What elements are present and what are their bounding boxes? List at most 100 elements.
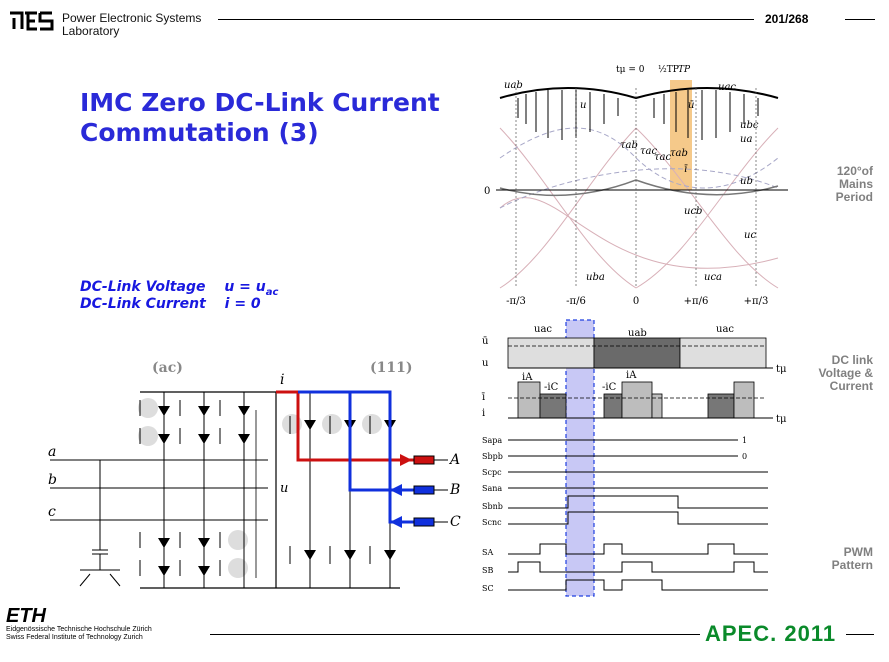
dc-current-curve	[499, 179, 779, 197]
header-org-line1: Power Electronic Systems	[62, 11, 202, 25]
header-org: Power Electronic Systems Laboratory	[62, 12, 201, 38]
voltage-label: DC-Link Voltage u = uac	[80, 279, 278, 298]
dc-label: uab	[628, 328, 647, 339]
pwm-traces	[508, 439, 768, 591]
pwm-signal-label: Sapa	[482, 436, 502, 445]
x-tick-label: -π/3	[506, 296, 526, 307]
header-tp: TP	[678, 65, 691, 75]
output-inductors	[413, 455, 435, 527]
eth-subtitle: Eidgenössische Technische Hochschule Zür…	[6, 626, 152, 642]
side-mains-3: Period	[835, 190, 873, 204]
current-label: DC-Link Current i = 0	[80, 296, 261, 312]
curve-label: u	[580, 100, 586, 111]
sinus-curves-red	[499, 127, 779, 289]
commutation-highlight	[670, 80, 692, 190]
zero-label: 0	[484, 186, 490, 197]
sinus-curves-dashed	[499, 127, 779, 209]
voltage-block	[593, 337, 681, 369]
pwm-signal-labels: Sapa Sbpb Scpc Sana Sbnb Scnc SA SB SC 1…	[482, 436, 747, 593]
x-tick-label: +π/6	[684, 296, 709, 307]
pwm-signal-label: SC	[482, 584, 494, 593]
node-a-label: a	[48, 444, 56, 460]
side-mains-1: 120°of	[836, 164, 873, 178]
tick-gridlines	[515, 88, 757, 288]
rectifier-switches	[138, 392, 248, 588]
eth-subtitle-line1: Eidgenössische Technische Hochschule Zür…	[6, 626, 152, 633]
header-t-mu: tμ = 0	[616, 65, 645, 75]
imc-circuit-diagram: (ac) (111) i u a b c	[48, 360, 461, 589]
x-tick-labels: -π/3 -π/6 0 +π/6 +π/3	[506, 296, 768, 307]
envelope-curve	[499, 87, 779, 100]
voltage-block	[507, 337, 595, 369]
current-i-label: i	[280, 372, 284, 388]
current-name: DC-Link Current	[80, 296, 206, 312]
slide-title-line2: Commutation (3)	[80, 118, 319, 147]
curve-label: τab	[670, 148, 688, 159]
pwm-signal-label: SA	[482, 548, 493, 557]
node-c-label: c	[48, 504, 56, 520]
pwm-level-high: 1	[742, 436, 747, 445]
rectifier-diodes	[158, 406, 250, 576]
mains-waveform-plot: 0 tμ = 0 ½TP TP uab u ū uac ubc ua τab τ…	[484, 64, 788, 307]
apec-logo: APEC. 2011	[705, 621, 837, 646]
curve-labels: uab u ū uac ubc ua τab τac τac τab ī ub …	[504, 80, 759, 283]
dc-label: -iC	[602, 382, 617, 393]
voltage-block	[679, 337, 767, 369]
eth-subtitle-line2: Swiss Federal Institute of Technology Zu…	[6, 634, 143, 641]
side-label-dclink: DC link Voltage & Current	[819, 354, 873, 393]
red-current-path	[276, 390, 420, 462]
pes-logo	[10, 11, 54, 31]
curve-label: τab	[620, 140, 638, 151]
dc-label: iA	[626, 370, 637, 381]
blue-arrow-c	[390, 516, 402, 528]
node-C-label: C	[450, 514, 461, 530]
pwm-signal-label: Sbnb	[482, 502, 503, 511]
curve-label: τac	[654, 152, 671, 163]
x-tick-label: +π/3	[744, 296, 769, 307]
curve-label: uc	[744, 230, 756, 241]
red-arrow	[400, 454, 412, 466]
curve-label: ua	[740, 134, 752, 145]
dc-label: -iC	[544, 382, 559, 393]
side-label-mains: 120°of Mains Period	[836, 165, 873, 204]
x-tick-label: -π/6	[566, 296, 586, 307]
node-B-label: B	[449, 482, 460, 498]
side-pwm-2: Pattern	[831, 558, 873, 572]
curve-label: uba	[586, 272, 605, 283]
state-left-label: (ac)	[152, 360, 183, 376]
dc-label: tμ	[776, 364, 787, 375]
side-pwm-1: PWM	[843, 545, 873, 559]
curve-label: ub	[740, 176, 753, 187]
footer-divider	[210, 634, 700, 635]
page-number: 201/268	[765, 12, 809, 26]
x-tick-label: 0	[633, 296, 639, 307]
header-tp-half: ½TP	[658, 64, 679, 75]
side-mains-2: Mains	[838, 177, 873, 191]
pwm-signal-label: Scpc	[482, 468, 502, 477]
side-label-pwm: PWM Pattern	[832, 546, 873, 572]
dc-label: i	[482, 408, 485, 419]
pwm-signal-label: Sana	[482, 484, 502, 493]
header-divider	[218, 19, 754, 20]
state-right-label: (111)	[370, 360, 412, 376]
slide-title: IMC Zero DC-Link Current Commutation (3)	[80, 88, 440, 148]
dc-label: uac	[534, 324, 552, 335]
header-divider-right	[845, 19, 875, 20]
dc-label: iA	[522, 372, 533, 383]
voltage-name: DC-Link Voltage	[80, 279, 206, 295]
node-b-label: b	[48, 472, 57, 488]
pwm-pulses	[517, 90, 759, 140]
side-dclink-3: Current	[829, 379, 873, 393]
curve-label: ī	[684, 164, 688, 175]
header-org-line2: Laboratory	[62, 24, 120, 38]
pwm-level-low: 0	[742, 452, 747, 461]
dc-label: uac	[716, 324, 734, 335]
dc-label: ū	[482, 336, 489, 347]
eth-logo: ETH	[6, 605, 46, 627]
curve-label: uac	[718, 82, 736, 93]
curve-label: ubc	[740, 120, 759, 131]
curve-label: τac	[640, 146, 657, 157]
dc-label: tμ	[776, 414, 787, 425]
curve-label: uca	[704, 272, 722, 283]
node-A-label: A	[448, 452, 460, 468]
